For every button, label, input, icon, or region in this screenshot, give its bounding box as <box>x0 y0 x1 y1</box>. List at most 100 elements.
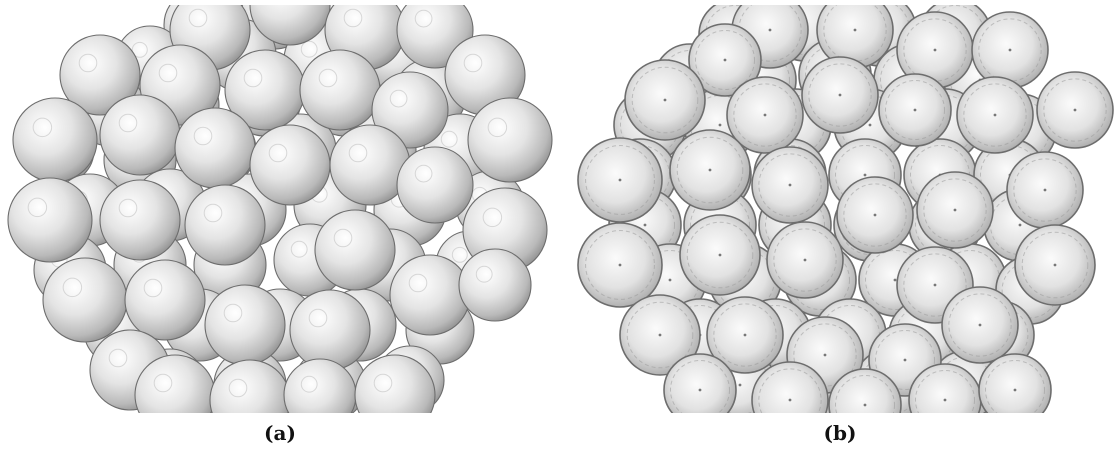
sphere-facet-ring <box>1013 158 1077 222</box>
sphere-pole-mark <box>658 333 662 337</box>
sphere-facet-ring <box>626 301 694 369</box>
sphere-facet-ring <box>823 5 887 62</box>
caption-a: (a) <box>264 421 296 445</box>
sphere-highlight-contour <box>203 203 223 223</box>
sphere-facet-ring <box>773 228 837 292</box>
sphere <box>396 146 474 224</box>
sphere-facet-ring <box>984 359 1046 413</box>
sphere-facet-ring <box>686 221 754 289</box>
sphere-highlight-contour <box>158 63 178 83</box>
sphere-pole-mark <box>698 388 702 392</box>
sphere-pole-mark <box>1008 48 1012 52</box>
sphere-highlight-contour <box>223 303 243 323</box>
sphere <box>299 49 381 131</box>
sphere-pole-mark <box>708 168 712 172</box>
sphere <box>354 354 436 413</box>
sphere <box>7 177 93 263</box>
sphere-facet-ring <box>903 18 967 82</box>
sphere-facet-ring <box>923 178 987 242</box>
sphere-facet-ring <box>903 253 967 317</box>
sphere-highlight-contour <box>308 308 328 328</box>
sphere-pole-mark <box>663 98 667 102</box>
sphere-highlight-contour <box>290 240 308 258</box>
sphere-pole-mark <box>993 113 997 117</box>
sphere-highlight-contour <box>108 348 128 368</box>
sphere-facet-ring <box>914 369 976 413</box>
sphere-pole-mark <box>893 278 897 282</box>
sphere <box>42 257 128 343</box>
sphere-pole-mark <box>978 323 982 327</box>
sphere-facet-ring <box>764 194 826 256</box>
sphere-facet-ring <box>1043 78 1107 142</box>
sphere-highlight-contour <box>482 207 503 228</box>
sphere-facet-ring <box>874 329 936 391</box>
sphere <box>249 124 331 206</box>
sphere <box>12 97 98 183</box>
sphere-pole-mark <box>618 178 622 182</box>
sphere <box>458 248 532 322</box>
sphere-pole-mark <box>933 48 937 52</box>
sphere-highlight-contour <box>408 273 428 293</box>
sphere <box>978 353 1052 413</box>
sphere-highlight-contour <box>27 197 48 218</box>
sphere-highlight-contour <box>300 375 318 393</box>
sphere-pole-mark <box>853 28 857 32</box>
sphere-highlight-contour <box>153 373 173 393</box>
sphere-pole-mark <box>823 353 827 357</box>
sphere-highlight-contour <box>78 53 98 73</box>
sphere <box>59 34 141 116</box>
sphere-pole-mark <box>788 183 792 187</box>
sphere-highlight-contour <box>243 68 263 88</box>
sphere <box>371 71 449 149</box>
sphere-pole-mark <box>643 223 647 227</box>
sphere-facet-ring <box>963 83 1027 147</box>
sphere-highlight-contour <box>451 246 468 263</box>
sphere-pole-mark <box>718 123 722 127</box>
sphere-facet-ring <box>631 66 699 134</box>
sphere-facet-ring <box>948 293 1012 357</box>
sphere-highlight-contour <box>118 198 138 218</box>
sphere-pole-mark <box>953 208 957 212</box>
sphere <box>816 5 894 69</box>
sphere-pole-mark <box>863 403 867 407</box>
sphere-facet-ring <box>733 83 797 147</box>
sphere-pole-mark <box>863 173 867 177</box>
sphere-highlight-contour <box>318 68 338 88</box>
sphere-pole-mark <box>1018 223 1022 227</box>
sphere-highlight-contour <box>118 113 138 133</box>
sphere-pole-mark <box>738 383 742 387</box>
sphere-pole-mark <box>868 123 872 127</box>
sphere <box>314 209 396 291</box>
sphere-highlight-contour <box>463 53 483 73</box>
sphere <box>467 97 553 183</box>
sphere-highlight-contour <box>193 126 213 146</box>
sphere <box>663 353 737 413</box>
sphere-facet-ring <box>669 359 731 413</box>
sphere-facet-ring <box>808 63 872 127</box>
sphere <box>184 184 266 266</box>
sphere-cluster-b <box>577 5 1114 413</box>
sphere-pole-mark <box>903 358 907 362</box>
sphere-highlight-contour <box>300 40 318 58</box>
sphere-facet-ring <box>738 5 802 62</box>
sphere-pole-mark <box>933 283 937 287</box>
sphere <box>249 5 331 46</box>
sphere-facet-ring <box>793 323 857 387</box>
figure-panel-a: (a) <box>7 5 553 445</box>
sphere-facet-ring <box>713 303 777 367</box>
sphere <box>389 254 471 336</box>
sphere-facet-ring <box>758 153 822 217</box>
sphere-pole-mark <box>803 258 807 262</box>
sphere <box>124 259 206 341</box>
sphere-pole-mark <box>1013 388 1017 392</box>
sphere-facet-ring <box>834 144 896 206</box>
sphere-facet-ring <box>758 368 822 413</box>
sphere-pole-mark <box>618 263 622 267</box>
sphere-facet-ring <box>1021 231 1089 299</box>
sphere-pole-mark <box>788 398 792 402</box>
sphere-highlight-contour <box>268 143 288 163</box>
sphere-pole-mark <box>913 108 917 112</box>
sphere-highlight-contour <box>333 228 353 248</box>
sphere-highlight-contour <box>62 277 83 298</box>
sphere <box>99 94 181 176</box>
